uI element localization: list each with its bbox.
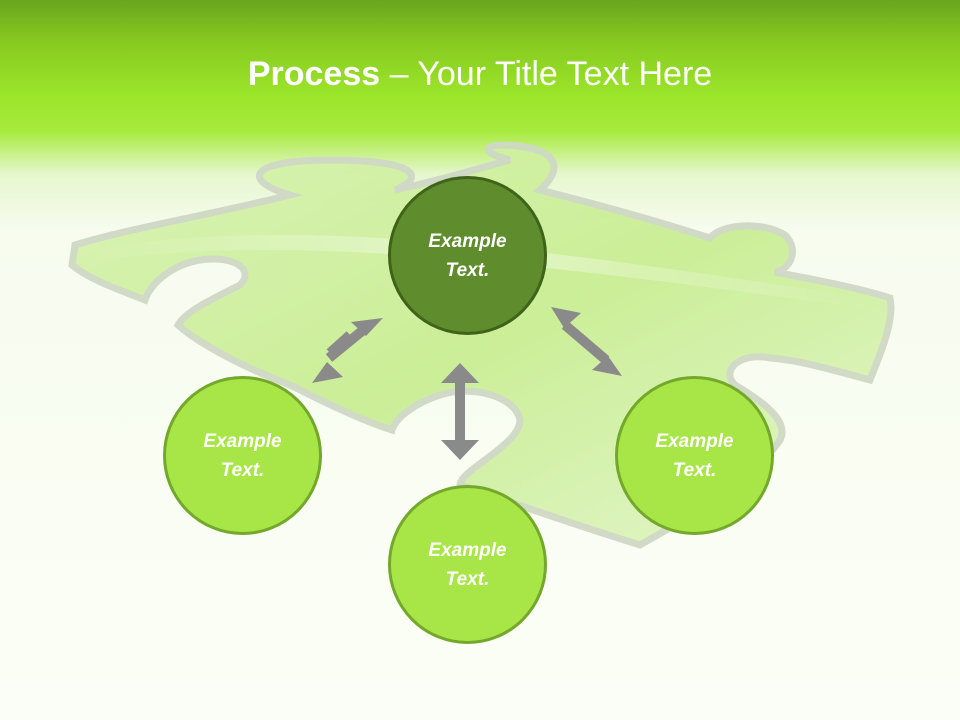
node-top: Example Text. <box>388 176 547 335</box>
node-bottom: Example Text. <box>388 485 547 644</box>
slide-title: Process – Your Title Text Here <box>0 52 960 96</box>
node-left: Example Text. <box>163 376 322 535</box>
node-right: Example Text. <box>615 376 774 535</box>
arrow-top-left <box>312 318 383 383</box>
title-bold: Process <box>247 55 381 93</box>
arrow-top-right <box>551 307 622 376</box>
arrow-vertical <box>441 363 479 460</box>
title-rest: – Your Title Text Here <box>380 55 713 93</box>
